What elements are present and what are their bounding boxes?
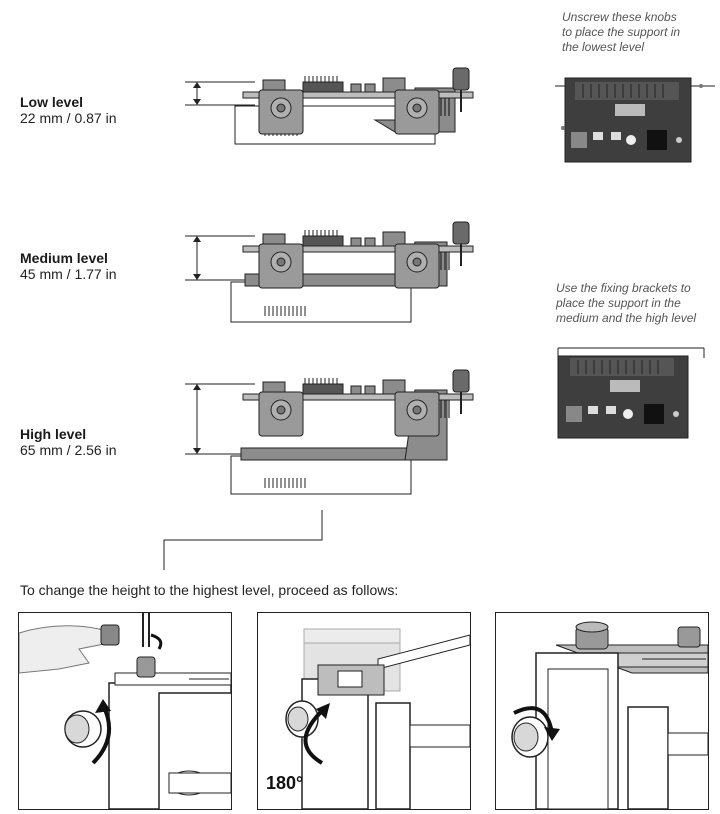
note-line: the lowest level	[562, 40, 645, 54]
low-level-label: Low level 22 mm / 0.87 in	[20, 94, 117, 126]
instruction-text: To change the height to the highest leve…	[20, 582, 399, 598]
level-value: 22 mm / 0.87 in	[20, 110, 117, 126]
rotation-label: 180°	[266, 773, 304, 793]
note-unscrew: Unscrew these knobs to place the support…	[562, 10, 680, 55]
step-1-illustration	[19, 613, 231, 809]
low-level-diagram	[185, 67, 474, 145]
level-name: High level	[20, 426, 87, 442]
step-panel-3	[495, 612, 709, 810]
step-panel-1	[18, 612, 232, 810]
device-photo-low	[555, 77, 715, 163]
step-2-illustration	[285, 628, 470, 809]
medium-level-diagram	[185, 221, 474, 323]
connector-line	[163, 510, 323, 570]
step-3-illustration	[511, 621, 708, 809]
level-value: 65 mm / 2.56 in	[20, 442, 117, 458]
note-line: medium and the high level	[556, 311, 697, 325]
medium-level-label: Medium level 45 mm / 1.77 in	[20, 250, 117, 282]
note-line: to place the support in	[562, 25, 681, 39]
step-panel-2: 180°	[257, 612, 471, 810]
note-brackets: Use the fixing brackets to place the sup…	[556, 281, 696, 326]
high-level-label: High level 65 mm / 2.56 in	[20, 426, 117, 458]
note-line: place the support in the	[556, 296, 681, 310]
device-photo-medium	[557, 347, 705, 439]
level-name: Medium level	[20, 250, 108, 266]
note-line: Use the fixing brackets to	[556, 281, 691, 295]
level-value: 45 mm / 1.77 in	[20, 266, 117, 282]
note-line: Unscrew these knobs	[562, 10, 677, 24]
high-level-diagram	[185, 369, 474, 495]
level-name: Low level	[20, 94, 84, 110]
